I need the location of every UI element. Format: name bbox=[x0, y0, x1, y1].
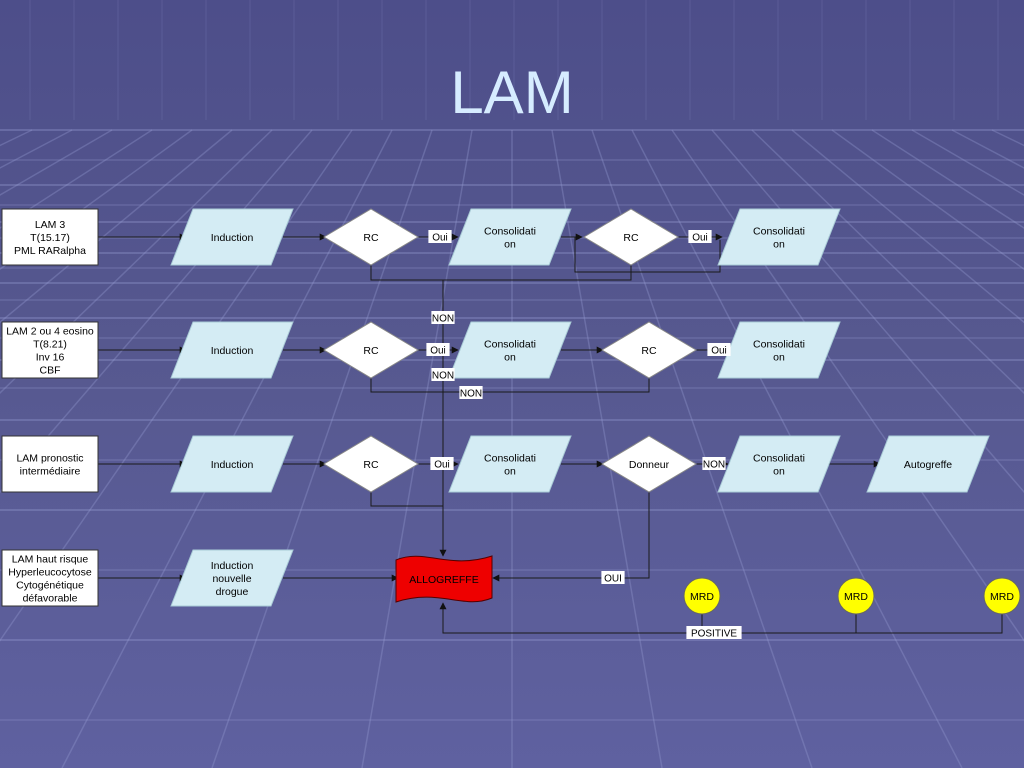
mrd-circle-1: MRD bbox=[683, 577, 721, 615]
node-text: Donneur bbox=[629, 459, 670, 471]
node-text: T(8.21) bbox=[33, 339, 67, 351]
node-text: Induction bbox=[211, 345, 254, 357]
connector-line bbox=[439, 602, 703, 634]
node-text: Induction bbox=[211, 232, 254, 244]
edge-label: Oui bbox=[426, 343, 450, 357]
edge-label: NON bbox=[702, 457, 726, 471]
edge-label: Oui bbox=[707, 343, 731, 357]
edge-label-text: Oui bbox=[692, 233, 708, 244]
rc-decision-1: RC bbox=[323, 208, 419, 266]
node-text: Consolidati bbox=[484, 339, 536, 351]
edge-label: POSITIVE bbox=[686, 626, 742, 640]
edge-label-text: POSITIVE bbox=[691, 629, 737, 640]
node-text: intermédiaire bbox=[20, 466, 81, 478]
edge-label: Oui bbox=[430, 457, 454, 471]
rc-decision-3: RC bbox=[323, 435, 419, 493]
edge-label-text: Oui bbox=[434, 460, 450, 471]
connector-line bbox=[370, 264, 632, 281]
induction-box-1: Induction bbox=[170, 208, 294, 266]
node-text: on bbox=[773, 239, 785, 251]
node-text: Cytogénétique bbox=[16, 580, 84, 592]
edge-label: NON bbox=[431, 368, 455, 382]
node-text: LAM haut risque bbox=[12, 554, 89, 566]
donneur-decision: Donneur bbox=[601, 435, 697, 493]
edge-label-text: Oui bbox=[711, 346, 727, 357]
node-text: LAM pronostic bbox=[16, 453, 83, 465]
allogreffe-box: ALLOGREFFE bbox=[395, 555, 493, 603]
node-text: ALLOGREFFE bbox=[409, 574, 478, 586]
rc-decision-2b: RC bbox=[601, 321, 697, 379]
edge-label: Oui bbox=[688, 230, 712, 244]
node-text: Consolidati bbox=[753, 339, 805, 351]
category-box-4: LAM haut risqueHyperleucocytoseCytogénét… bbox=[1, 549, 99, 607]
node-text: LAM 3 bbox=[35, 219, 66, 231]
induction-box-2: Induction bbox=[170, 321, 294, 379]
node-text: RC bbox=[363, 345, 379, 357]
node-text: CBF bbox=[40, 365, 61, 377]
node-text: Autogreffe bbox=[904, 459, 952, 471]
edge-label: Oui bbox=[428, 230, 452, 244]
node-text: Induction bbox=[211, 459, 254, 471]
node-text: nouvelle bbox=[212, 573, 251, 585]
induction-box-3: Induction bbox=[170, 435, 294, 493]
edge-label: OUI bbox=[601, 571, 625, 585]
edge-label-text: NON bbox=[432, 314, 454, 325]
edge-label-text: NON bbox=[703, 460, 725, 471]
connector-line bbox=[370, 377, 650, 393]
node-text: Induction bbox=[211, 560, 254, 572]
node-text: Inv 16 bbox=[36, 352, 65, 364]
node-text: RC bbox=[363, 459, 379, 471]
node-text: T(15.17) bbox=[30, 232, 70, 244]
node-text: Consolidati bbox=[484, 226, 536, 238]
node-text: on bbox=[773, 352, 785, 364]
node-text: LAM 2 ou 4 eosino bbox=[6, 326, 94, 338]
node-text: Consolidati bbox=[753, 453, 805, 465]
rc-decision-2: RC bbox=[323, 321, 419, 379]
connector-line bbox=[574, 237, 721, 273]
node-text: on bbox=[504, 466, 516, 478]
node-text: MRD bbox=[844, 591, 868, 603]
rc-decision-1b: RC bbox=[583, 208, 679, 266]
node-text: Consolidati bbox=[484, 453, 536, 465]
autogreffe-box: Autogreffe bbox=[866, 435, 990, 493]
category-box-1: LAM 3T(15.17)PML RARalpha bbox=[1, 208, 99, 266]
connector-line bbox=[856, 614, 1003, 634]
node-text: RC bbox=[641, 345, 657, 357]
node-text: PML RARalpha bbox=[14, 245, 86, 257]
edge-label: NON bbox=[431, 311, 455, 325]
node-text: Hyperleucocytose bbox=[8, 567, 92, 579]
node-text: Consolidati bbox=[753, 226, 805, 238]
connector-line bbox=[492, 492, 650, 582]
node-text: on bbox=[773, 466, 785, 478]
edge-label-text: NON bbox=[432, 371, 454, 382]
edge-label-text: Oui bbox=[432, 233, 448, 244]
node-text: défavorable bbox=[23, 593, 78, 605]
node-text: drogue bbox=[216, 586, 249, 598]
edge-label-text: Oui bbox=[430, 346, 446, 357]
mrd-circle-2: MRD bbox=[837, 577, 875, 615]
node-text: MRD bbox=[690, 591, 714, 603]
node-text: RC bbox=[363, 232, 379, 244]
node-text: RC bbox=[623, 232, 639, 244]
page-title: LAM bbox=[450, 59, 574, 126]
mrd-circle-3: MRD bbox=[983, 577, 1021, 615]
connector-line bbox=[370, 491, 443, 507]
edge-label-text: OUI bbox=[604, 574, 622, 585]
node-text: MRD bbox=[990, 591, 1014, 603]
node-text: on bbox=[504, 239, 516, 251]
edge-label-text: NON bbox=[460, 389, 482, 400]
node-text: on bbox=[504, 352, 516, 364]
edge-label: NON bbox=[459, 386, 483, 400]
